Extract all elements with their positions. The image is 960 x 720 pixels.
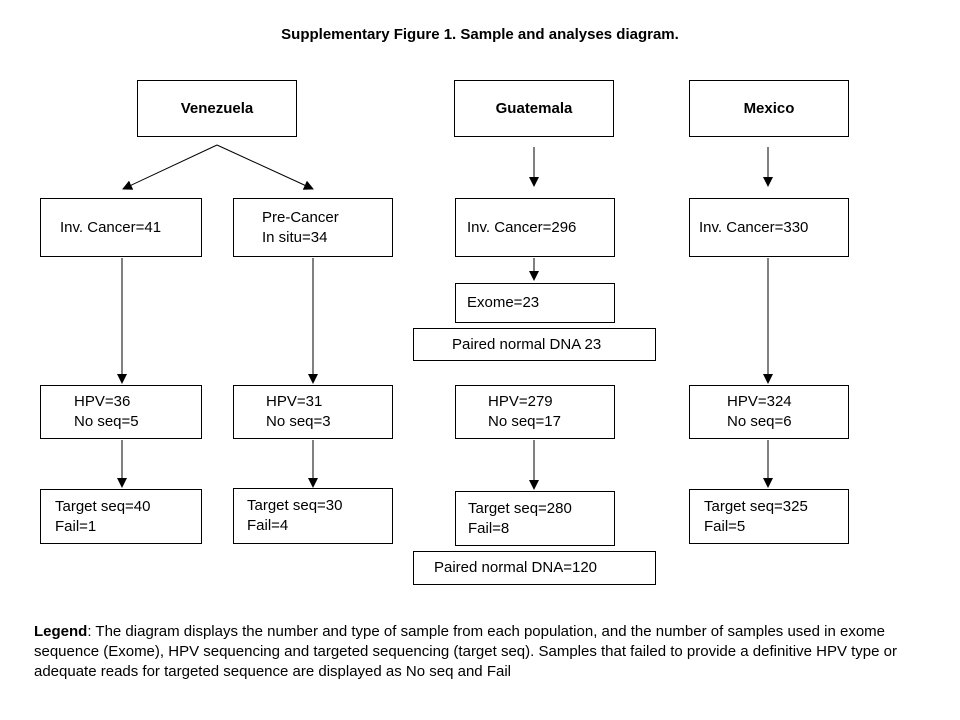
gt-hpv-line1: HPV=279 [488, 393, 553, 410]
vz-inv-hpv-line2: No seq=5 [74, 413, 139, 430]
gt-inv-cancer-box: Inv. Cancer=296 [455, 198, 615, 257]
vz-pre-cancer-line2: In situ=34 [262, 228, 328, 246]
vz-pre-target-line1: Target seq=30 [247, 497, 343, 514]
gt-paired-normal-target-box: Paired normal DNA=120 [413, 551, 656, 585]
country-label-venezuela: Venezuela [180, 99, 254, 117]
vz-inv-hpv-line1: HPV=36 [74, 393, 131, 410]
mx-inv-cancer-label: Inv. Cancer=330 [699, 218, 809, 236]
gt-target-line1: Target seq=280 [468, 499, 572, 517]
legend: Legend: The diagram displays the number … [34, 622, 934, 682]
vz-pre-cancer-line1: Pre-Cancer [262, 208, 339, 226]
arrow-venezuela-to-inv [122, 144, 218, 190]
vz-pre-target-line2: Fail=4 [247, 517, 289, 534]
vz-inv-target-line1: Target seq=40 [55, 497, 151, 515]
mx-target-line1: Target seq=325 [704, 497, 808, 515]
gt-inv-cancer-label: Inv. Cancer=296 [467, 218, 577, 236]
mx-hpv-line2: No seq=6 [727, 413, 792, 430]
country-box-guatemala: Guatemala [454, 80, 614, 137]
vz-inv-cancer-box: Inv. Cancer=41 [40, 198, 202, 257]
mx-hpv-line1: HPV=324 [727, 393, 792, 410]
gt-hpv-line2: No seq=17 [488, 413, 561, 430]
vz-pre-cancer-box: Pre-Cancer In situ=34 [233, 198, 393, 257]
country-label-mexico: Mexico [743, 99, 795, 117]
gt-exome-label: Exome=23 [467, 294, 540, 311]
legend-label: Legend [34, 623, 88, 640]
gt-target-line2: Fail=8 [468, 519, 510, 537]
country-box-mexico: Mexico [689, 80, 849, 137]
gt-hpv-box: HPV=279 No seq=17 [455, 385, 615, 439]
vz-pre-hpv-line2: No seq=3 [266, 413, 331, 430]
legend-text: : The diagram displays the number and ty… [34, 623, 897, 680]
vz-inv-cancer-label: Inv. Cancer=41 [60, 218, 162, 236]
vz-inv-hpv-box: HPV=36 No seq=5 [40, 385, 202, 439]
gt-paired-normal-exome-box: Paired normal DNA 23 [413, 328, 656, 361]
country-box-venezuela: Venezuela [137, 80, 297, 137]
mx-inv-cancer-box: Inv. Cancer=330 [689, 198, 849, 257]
vz-pre-hpv-box: HPV=31 No seq=3 [233, 385, 393, 439]
gt-paired-normal-target-label: Paired normal DNA=120 [434, 559, 598, 576]
vz-inv-target-line2: Fail=1 [55, 517, 97, 535]
mx-target-box: Target seq=325 Fail=5 [689, 489, 849, 544]
arrow-venezuela-to-pre [216, 144, 314, 190]
country-label-guatemala: Guatemala [495, 99, 573, 117]
vz-pre-hpv-line1: HPV=31 [266, 393, 323, 410]
mx-target-line2: Fail=5 [704, 517, 746, 535]
mx-hpv-box: HPV=324 No seq=6 [689, 385, 849, 439]
gt-exome-box: Exome=23 [455, 283, 615, 323]
vz-pre-target-box: Target seq=30 Fail=4 [233, 488, 393, 544]
vz-inv-target-box: Target seq=40 Fail=1 [40, 489, 202, 544]
gt-paired-normal-exome-label: Paired normal DNA 23 [452, 335, 602, 353]
gt-target-box: Target seq=280 Fail=8 [455, 491, 615, 546]
figure-title: Supplementary Figure 1. Sample and analy… [281, 26, 679, 43]
